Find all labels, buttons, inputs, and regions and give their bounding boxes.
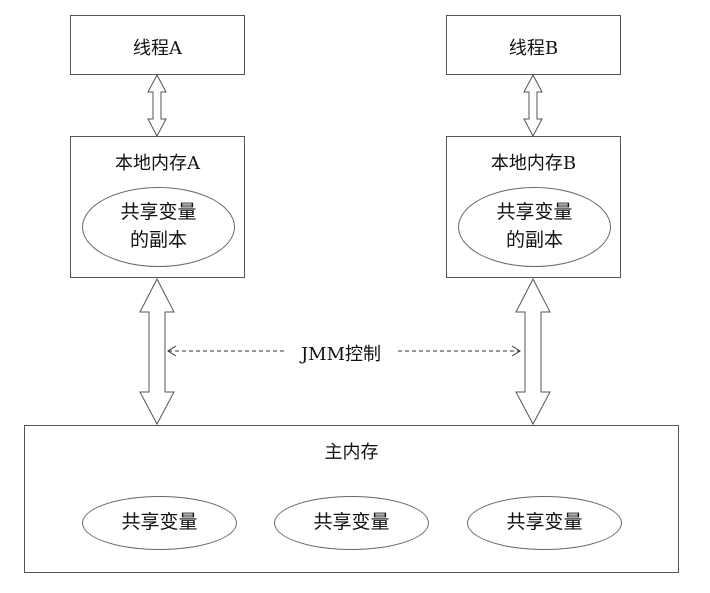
main-memory-box: 主内存 共享变量 共享变量 共享变量 <box>24 425 679 573</box>
jmm-arrowhead-right <box>511 345 521 357</box>
local-memory-a-copy-line2: 的副本 <box>129 229 187 251</box>
local-memory-a-title: 本地内存A <box>115 153 200 174</box>
arrow-local-a-main-memory <box>139 277 175 426</box>
local-memory-a-copy-ellipse: 共享变量 的副本 <box>82 187 235 267</box>
local-memory-b-box: 本地内存B 共享变量 的副本 <box>446 136 621 278</box>
jmm-arrowhead-left <box>167 345 177 357</box>
main-memory-title: 主内存 <box>324 442 379 463</box>
local-memory-b-copy-line1: 共享变量 <box>496 201 573 224</box>
arrow-local-b-main-memory <box>515 277 551 426</box>
arrow-thread-a-local-a <box>147 73 167 138</box>
jmm-control-label: JMM控制 <box>286 340 396 366</box>
thread-b-box: 线程B <box>446 15 621 75</box>
main-memory-shared-var-2: 共享变量 <box>274 496 429 550</box>
local-memory-b-copy-line2: 的副本 <box>505 229 563 251</box>
main-memory-shared-var-3: 共享变量 <box>467 496 622 550</box>
local-memory-b-copy-ellipse: 共享变量 的副本 <box>458 187 611 267</box>
thread-a-box: 线程A <box>70 15 245 75</box>
thread-a-label: 线程A <box>133 38 182 59</box>
local-memory-a-copy-line1: 共享变量 <box>120 201 197 224</box>
thread-b-label: 线程B <box>508 38 559 59</box>
arrow-thread-b-local-b <box>523 73 543 138</box>
local-memory-b-title: 本地内存B <box>490 153 577 174</box>
local-memory-a-box: 本地内存A 共享变量 的副本 <box>70 136 245 278</box>
main-memory-shared-var-1: 共享变量 <box>82 496 237 550</box>
